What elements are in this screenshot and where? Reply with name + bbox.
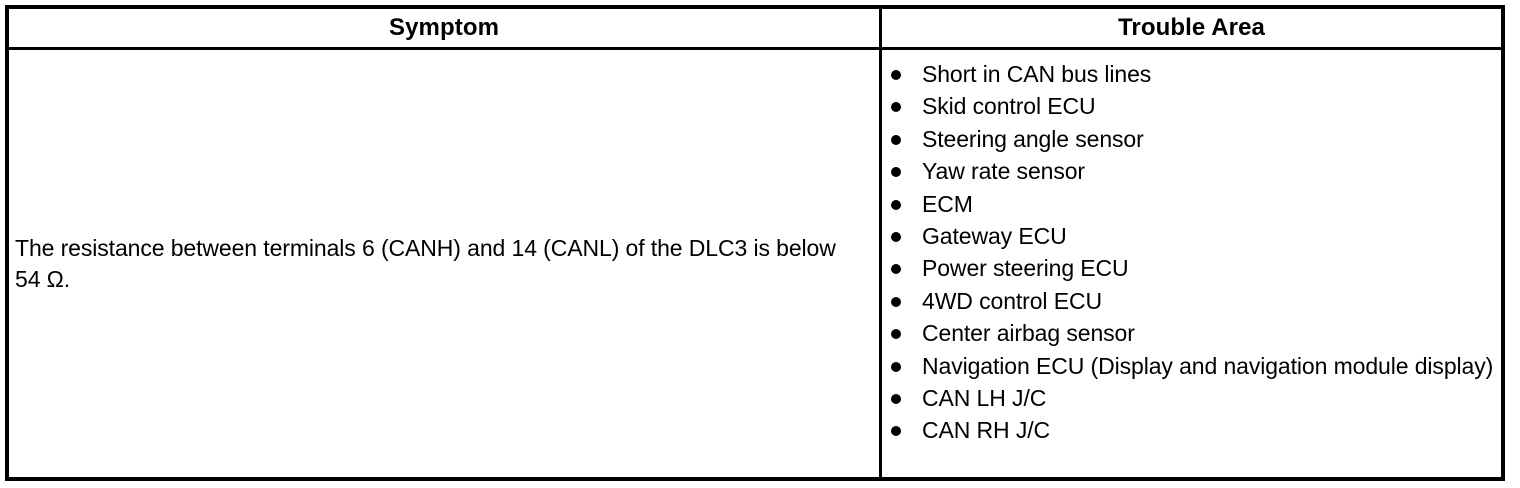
trouble-area-list-item: Navigation ECU (Display and navigation m…	[882, 350, 1501, 382]
trouble-area-list-item: Steering angle sensor	[882, 123, 1501, 155]
trouble-area-list-item: CAN LH J/C	[882, 382, 1501, 414]
trouble-area-item-label: Short in CAN bus lines	[922, 61, 1152, 87]
bullet-icon	[891, 102, 901, 113]
trouble-area-item-label: Navigation ECU (Display and navigation m…	[922, 352, 1494, 379]
symptom-trouble-area-table: Symptom The resistance between terminals…	[5, 5, 1505, 481]
trouble-area-list-item: 4WD control ECU	[882, 285, 1501, 317]
trouble-area-list-item: CAN RH J/C	[882, 414, 1501, 446]
trouble-area-item-label: Steering angle sensor	[922, 125, 1144, 152]
table-grid: Symptom The resistance between terminals…	[9, 9, 1501, 477]
bullet-icon	[891, 167, 901, 178]
bullet-icon	[891, 264, 901, 275]
bullet-icon	[891, 296, 901, 307]
cell-symptom-body: The resistance between terminals 6 (CANH…	[9, 50, 879, 477]
bullet-icon	[891, 199, 901, 210]
trouble-area-list-item: Yaw rate sensor	[882, 155, 1501, 187]
trouble-area-item-label: ECM	[922, 190, 973, 217]
trouble-area-item-label: 4WD control ECU	[922, 287, 1102, 314]
bullet-icon	[891, 394, 901, 405]
trouble-area-list-item: Power steering ECU	[882, 252, 1501, 284]
trouble-area-item-label: Skid control ECU	[922, 93, 1096, 120]
trouble-area-list-item: Center airbag sensor	[882, 317, 1501, 349]
bullet-icon	[891, 329, 901, 340]
bullet-icon	[891, 70, 901, 80]
bullet-icon	[891, 361, 901, 372]
trouble-area-item-label: Gateway ECU	[922, 223, 1067, 250]
bullet-icon	[891, 134, 901, 145]
column-header-trouble-area: Trouble Area	[882, 9, 1501, 50]
bullet-icon	[891, 426, 901, 437]
trouble-area-item-label: CAN RH J/C	[922, 417, 1051, 444]
table-column-symptom: Symptom The resistance between terminals…	[9, 9, 882, 477]
trouble-area-list-item: Short in CAN bus lines	[882, 58, 1501, 90]
trouble-area-item-label: Center airbag sensor	[922, 320, 1135, 347]
bullet-icon	[891, 232, 901, 243]
trouble-area-item-label: CAN LH J/C	[922, 385, 1047, 412]
trouble-area-list-item: Gateway ECU	[882, 220, 1501, 252]
symptom-description-text: The resistance between terminals 6 (CANH…	[15, 234, 836, 292]
trouble-area-list-item: Skid control ECU	[882, 90, 1501, 122]
trouble-area-item-label: Power steering ECU	[922, 255, 1129, 282]
trouble-area-list-item: ECM	[882, 188, 1501, 220]
trouble-area-item-label: Yaw rate sensor	[922, 158, 1085, 185]
column-header-symptom: Symptom	[9, 9, 879, 50]
